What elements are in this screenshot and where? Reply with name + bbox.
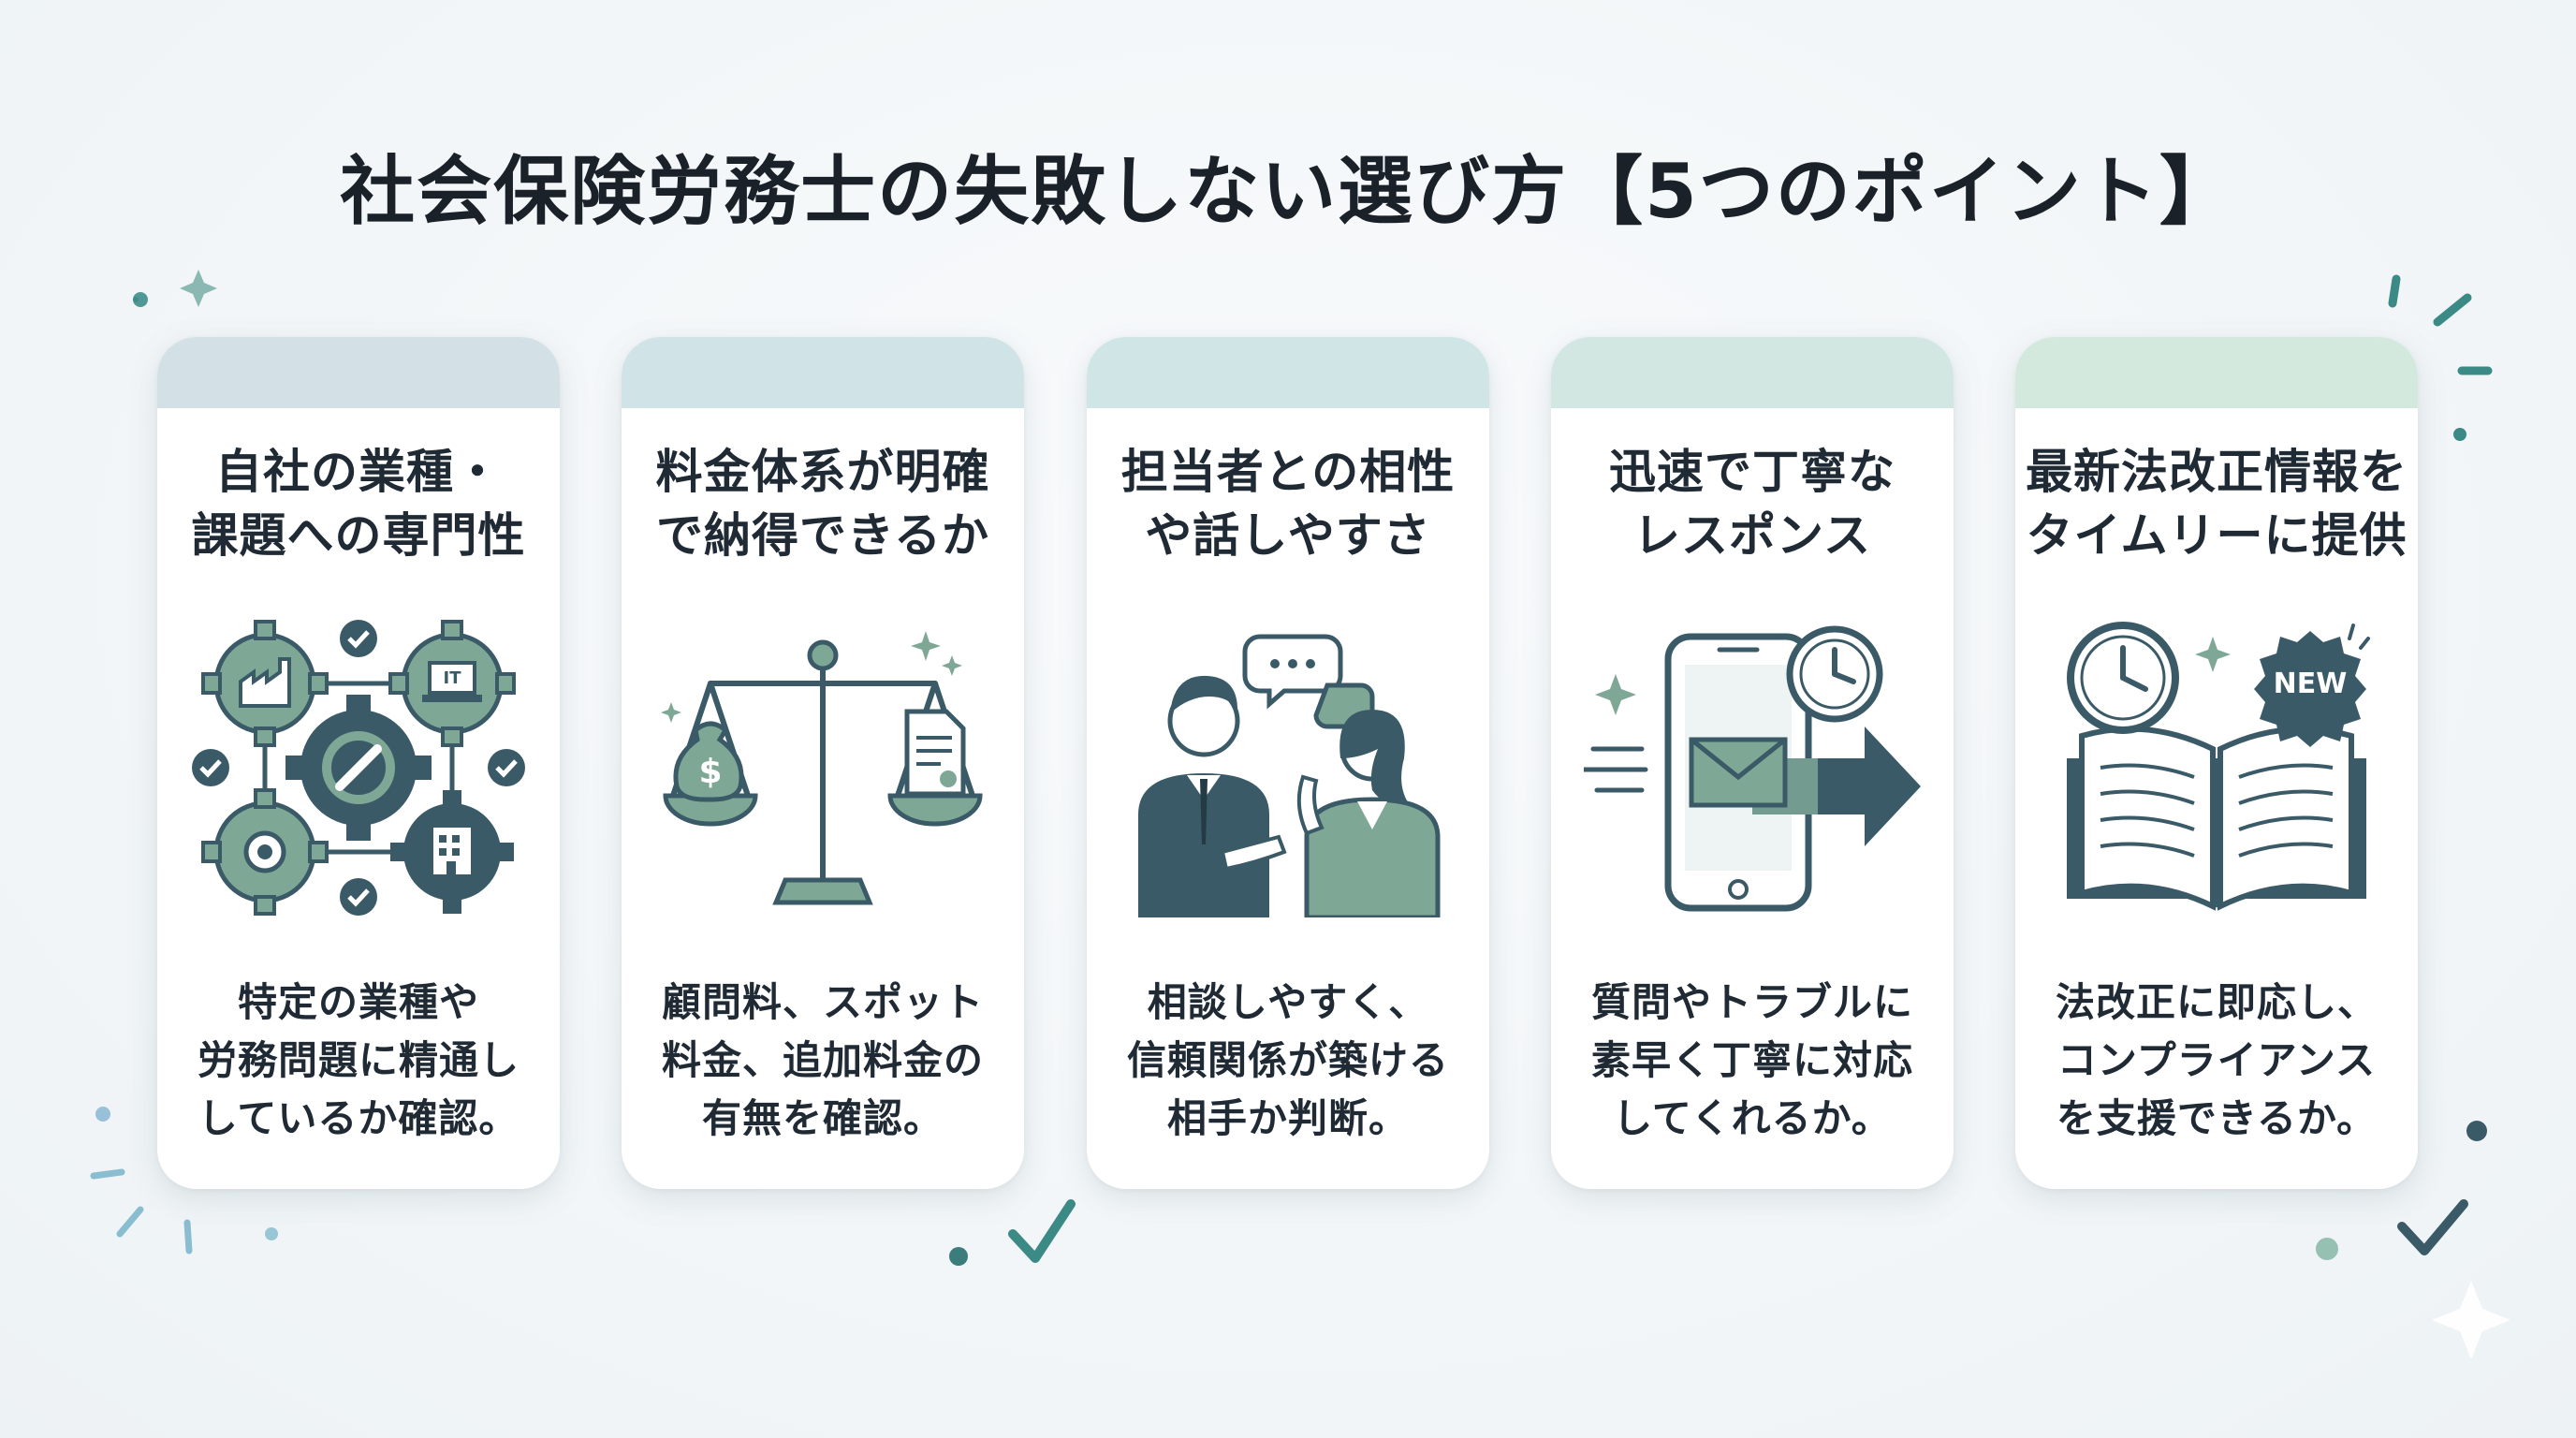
book-clock-new-icon: NEW	[2048, 618, 2385, 917]
new-badge-text: NEW	[2274, 668, 2348, 700]
card-heading: 迅速で丁寧な レスポンス	[1609, 445, 1895, 563]
card-description: 法改正に即応し、 コンプライアンス を支援できるか。	[2055, 979, 2378, 1141]
card-header-band	[157, 337, 560, 408]
phone-mail-clock-icon	[1584, 618, 1921, 917]
card-header-band	[1551, 337, 1954, 408]
point-card-1: 自社の業種・ 課題への専門性	[157, 337, 560, 1189]
point-card-3: 担当者との相性 や話しやすさ 相談しやすく、 信頼関係が築ける 相手か判断。	[1087, 337, 1489, 1189]
card-heading: 料金体系が明確 で納得できるか	[655, 445, 990, 563]
card-heading: 最新法改正情報を タイムリーに提供	[2026, 445, 2408, 563]
svg-text:IT: IT	[444, 668, 462, 688]
card-description: 質問やトラブルに 素早く丁寧に対応 してくれるか。	[1590, 979, 1913, 1141]
card-description: 顧問料、スポット 料金、追加料金の 有無を確認。	[661, 979, 984, 1141]
card-description: 特定の業種や 労務問題に精通し しているか確認。	[197, 979, 520, 1141]
card-heading: 担当者との相性 や話しやすさ	[1120, 445, 1456, 563]
page-title: 社会保険労務士の失敗しない選び方【5つのポイント】	[340, 148, 2236, 235]
conversation-people-icon	[1120, 618, 1456, 917]
gears-network-icon: IT	[190, 618, 527, 917]
point-card-4: 迅速で丁寧な レスポンス 質問やトラブルに 素早く丁寧に対応 してくれるか。	[1551, 337, 1954, 1189]
balance-scale-icon: $	[654, 618, 991, 917]
card-heading: 自社の業種・ 課題への専門性	[191, 445, 526, 563]
card-header-band	[622, 337, 1024, 408]
svg-text:$: $	[698, 753, 722, 791]
point-card-2: 料金体系が明確 で納得できるか $	[622, 337, 1024, 1189]
card-header-band	[1087, 337, 1489, 408]
point-card-5: 最新法改正情報を タイムリーに提供 NEW	[2015, 337, 2418, 1189]
card-description: 相談しやすく、 信頼関係が築ける 相手か判断。	[1126, 979, 1449, 1141]
card-header-band	[2015, 337, 2418, 408]
